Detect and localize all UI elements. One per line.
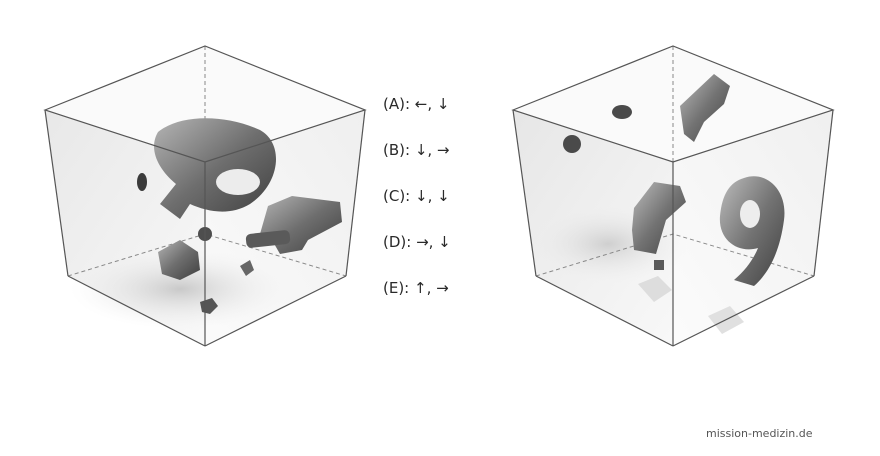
digit-9-hole [216, 169, 260, 195]
option-e[interactable]: (E): ↑, → [383, 279, 449, 297]
right-cube-edges [511, 45, 835, 347]
digit-9-hole [740, 200, 760, 228]
bar-shape-top [680, 74, 730, 142]
option-a[interactable]: (A): ←, ↓ [383, 95, 450, 113]
rounded-cube-shape [158, 240, 200, 280]
left-cube [43, 45, 367, 347]
small-chunk [654, 260, 664, 270]
left-cube-floor-shadow [70, 249, 290, 329]
option-c[interactable]: (C): ↓, ↓ [383, 187, 450, 205]
small-disc [612, 105, 632, 119]
small-disc [137, 173, 147, 191]
small-bar-shape [245, 230, 291, 248]
left-cube-objects [137, 118, 342, 314]
option-b[interactable]: (B): ↓, → [383, 141, 450, 159]
right-cube [511, 45, 835, 347]
small-sphere [563, 135, 581, 153]
option-d[interactable]: (D): →, ↓ [383, 233, 451, 251]
faded-chunk [638, 276, 672, 302]
digit-9-shape [719, 176, 785, 286]
source-credit: mission-medizin.de [706, 427, 813, 440]
left-cube-edges [43, 45, 367, 347]
answer-options: (A): ←, ↓ (B): ↓, → (C): ↓, ↓ (D): →, ↓ … [383, 94, 503, 324]
small-chunk [240, 260, 254, 276]
